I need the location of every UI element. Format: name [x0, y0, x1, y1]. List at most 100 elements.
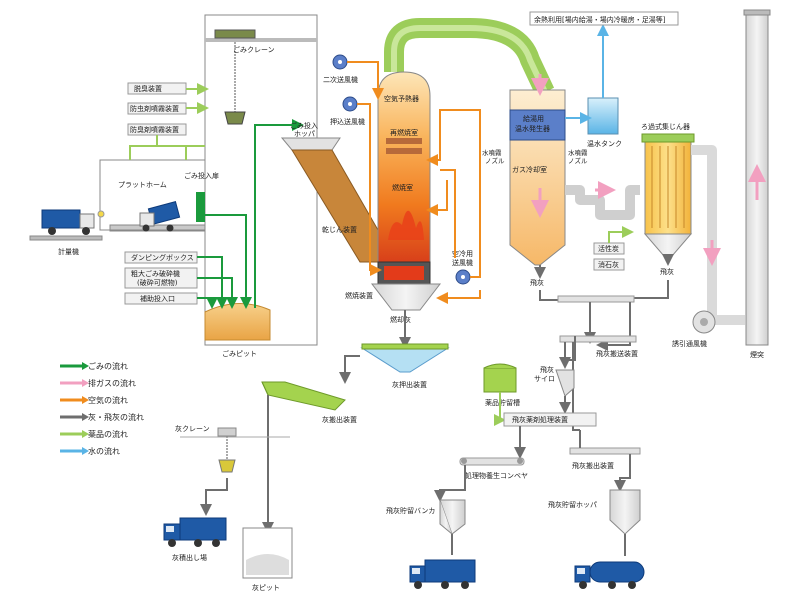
fly-ash-conveyor-2: [569, 447, 641, 455]
fly-ash-treatment-box: [503, 412, 597, 427]
ash-chute-label: 燃却灰: [390, 315, 411, 324]
nozzle-right-label-2: ノズル: [568, 156, 588, 165]
ash-crane-label: 灰クレーン: [175, 424, 210, 433]
platform-label: プラットホーム: [118, 181, 167, 189]
waste-building: [204, 14, 318, 346]
legend-label-0: ごみの流れ: [88, 361, 128, 371]
fly-ash-hopper: [609, 489, 641, 535]
activated-carbon-label: 活性炭: [598, 244, 619, 253]
chimney-label: 煙突: [750, 350, 764, 359]
reburn-label: 再燃焼室: [390, 128, 418, 137]
crane-rail: [205, 38, 317, 42]
secondary-fan-label: 二次送風機: [323, 75, 358, 84]
crane-trolley: [214, 29, 256, 39]
preheater-label: 空気予熱器: [384, 94, 419, 103]
slaked-lime-box: [593, 258, 625, 271]
boiler-label-1: 給湯用: [523, 114, 544, 123]
air-cool-fan-icon: [455, 269, 471, 285]
air-cool-label-1: 空冷用: [452, 249, 473, 258]
burnout-label: 燃焼装置: [345, 291, 373, 300]
duct-to-chimney: [691, 145, 745, 325]
nozzle-left-label-1: 水噴霧: [482, 148, 502, 157]
induced-fan-icon: [692, 310, 716, 334]
dump-door: [196, 192, 205, 222]
ash-conveyor-label: 灰搬出装置: [322, 415, 357, 424]
ash-chute: [370, 283, 442, 311]
legend-label-1: 排ガスの流れ: [88, 378, 136, 388]
air-cool-label-2: 送風機: [452, 258, 473, 267]
legend-label-4: 薬品の流れ: [88, 429, 128, 439]
combustion-label: 燃焼室: [392, 183, 413, 192]
crusher-label-2: (破砕可燃物): [137, 278, 178, 287]
deodorant-spray-label: 防臭剤噴霧装置: [130, 125, 179, 134]
flame-icon: [388, 210, 424, 240]
legend-item: 灰・飛灰の流れ: [60, 412, 144, 422]
ash-conveyor: [261, 381, 346, 411]
tank-truck-icon: [574, 561, 645, 589]
bunker-truck-icon: [409, 559, 476, 589]
legend-arrowhead-3: [82, 413, 89, 421]
legend-label-3: 灰・飛灰の流れ: [88, 412, 144, 422]
secondary-fan-icon: [332, 54, 348, 70]
grate-fire: [384, 266, 424, 280]
ash-crane-trolley: [217, 427, 237, 437]
nozzle-left-label-2: ノズル: [485, 156, 505, 165]
pit-label: ごみピット: [222, 349, 257, 358]
furnace-body: [377, 71, 431, 263]
fly-ash-silo: [555, 369, 575, 397]
legend-arrowhead-5: [82, 447, 89, 455]
hopper-label-2: ホッパ: [294, 130, 315, 138]
ash-crane-grab: [218, 459, 236, 473]
legend-item: 薬品の流れ: [60, 429, 128, 439]
crane-label: ごみクレーン: [233, 45, 275, 54]
legend-arrowhead-4: [82, 430, 89, 438]
water-tank: [587, 97, 619, 135]
fly-ash-conveyor-2-label: 飛灰搬出装置: [572, 461, 614, 470]
ash-discharger-label: 灰押出装置: [392, 380, 427, 389]
curing-conveyor: [459, 457, 525, 466]
legend-arrowhead-1: [82, 379, 89, 387]
ash-truck-icon: [163, 517, 227, 547]
legend: ごみの流れ 排ガスの流れ 空気の流れ 灰・飛灰の流れ 薬品の流れ 水の流れ: [60, 361, 144, 456]
boiler-unit: [509, 109, 566, 141]
crane-grab: [224, 111, 246, 125]
legend-item: ごみの流れ: [60, 361, 128, 371]
chemical-tank-label: 薬品貯留槽: [485, 398, 520, 407]
slaked-lime-label: 消石灰: [598, 260, 619, 269]
aux-inlet-label: 補助投入口: [140, 294, 175, 303]
legend-label-2: 空気の流れ: [88, 395, 128, 405]
forced-fan-label: 押込送風機: [330, 117, 365, 126]
waste-heat-box: [529, 11, 679, 26]
legend-item: 水の流れ: [60, 446, 120, 456]
deodorizer-label: 脱臭装置: [134, 84, 162, 93]
ash-discharger: [360, 347, 450, 373]
dryer-label: 乾じん装置: [322, 225, 357, 234]
fly-ash-hopper-label: 飛灰貯留ホッパ: [548, 500, 597, 509]
fly-ash-bunker-label: 飛灰貯留バンカ: [386, 506, 435, 515]
gas-cooler-label: ガス冷却室: [512, 165, 547, 174]
waste-hopper: [280, 137, 341, 151]
fly-ash-label-2: 飛灰: [660, 267, 674, 276]
nozzle-right-label-1: 水噴霧: [568, 148, 588, 157]
water-tank-label: 温水タンク: [587, 139, 622, 148]
reburn-baffle: [386, 138, 422, 144]
waste-heat-label: 余熱利用[場内給湯・場内冷暖房・足湯等]: [534, 15, 666, 24]
fly-ash-treatment-label: 飛灰薬剤処理装置: [512, 415, 568, 424]
forced-fan-icon: [342, 96, 358, 112]
bag-filter-label: ろ過式集じん器: [641, 122, 690, 131]
crusher-label-1: 粗大ごみ破砕機: [131, 269, 180, 278]
legend-arrowhead-2: [82, 396, 89, 404]
insect-spray-label: 防虫剤噴霧装置: [130, 104, 179, 113]
induced-fan-label: 誘引通風機: [672, 339, 707, 348]
dump-door-label: ごみ投入扉: [184, 171, 219, 180]
legend-label-5: 水の流れ: [88, 446, 120, 456]
fly-ash-label-1: 飛灰: [530, 278, 544, 287]
platform-truck-icon: [139, 201, 181, 232]
duct-to-bag-filter: [565, 185, 640, 220]
bag-filter-bags: [651, 146, 685, 228]
hopper-label-1: ごみ投入: [290, 121, 318, 130]
boiler-label-2: 温水発生器: [515, 124, 550, 133]
dumping-box-label: ダンピングボックス: [131, 253, 194, 262]
legend-item: 排ガスの流れ: [60, 378, 136, 388]
